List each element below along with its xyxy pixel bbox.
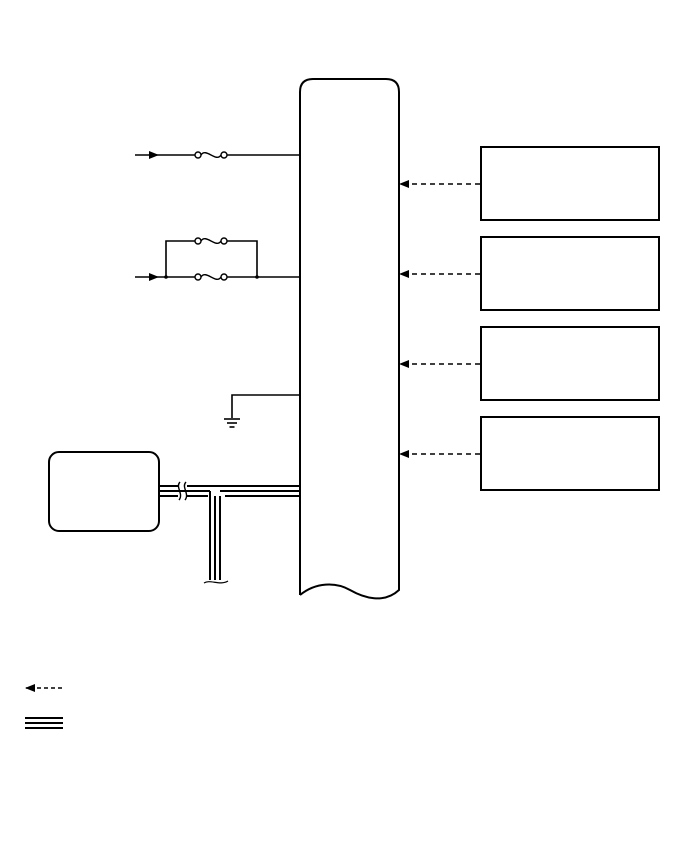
communication-bus: [159, 481, 300, 584]
power-input-1: [135, 151, 300, 159]
fuse-icon: [194, 151, 228, 159]
power-input-2: [135, 237, 300, 281]
signal-box-2: [399, 236, 660, 311]
ground-connection: [224, 394, 300, 428]
legend: [25, 684, 63, 729]
side-module: [48, 451, 160, 532]
signal-box-3: [399, 326, 660, 401]
signal-box-4: [399, 416, 660, 491]
signal-box-1: [399, 146, 660, 221]
ground-icon: [224, 418, 240, 428]
fuse-icon: [194, 273, 228, 281]
communication-line-icon: [25, 717, 63, 729]
fuse-icon: [194, 237, 228, 245]
central-unit: [299, 78, 400, 600]
